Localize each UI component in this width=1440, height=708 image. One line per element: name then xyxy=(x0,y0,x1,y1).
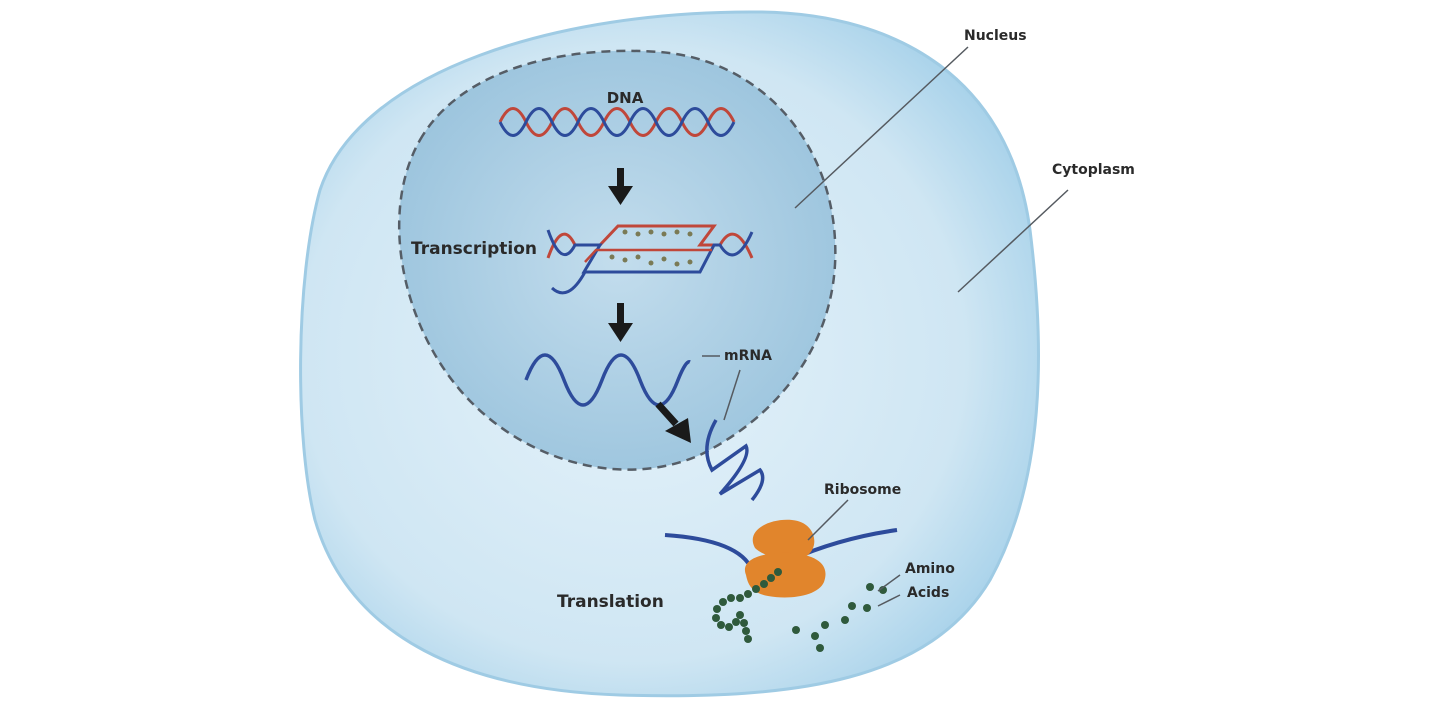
dna-label: DNA xyxy=(607,89,644,107)
mrna-strand xyxy=(524,353,691,407)
diagonal-arrow-icon xyxy=(655,401,691,443)
amino-acids-label-line2: Acids xyxy=(907,585,949,601)
cytoplasm-label: Cytoplasm xyxy=(1052,162,1135,178)
nucleus-label: Nucleus xyxy=(964,28,1027,44)
translation-label: Translation xyxy=(557,592,664,612)
down-arrow-icon xyxy=(608,303,633,342)
polypeptide-chain xyxy=(712,568,782,643)
leader-lines xyxy=(702,46,1069,607)
dna-helix xyxy=(498,107,736,137)
mrna-label: mRNA xyxy=(724,348,772,364)
amino-acid-dots xyxy=(792,583,887,652)
mrna-exiting-strand xyxy=(705,419,765,502)
transcription-label: Transcription xyxy=(411,239,537,259)
nucleus xyxy=(397,49,837,471)
transcription-bubble xyxy=(546,224,754,295)
ribosome-label: Ribosome xyxy=(824,482,901,498)
amino-acids-label-line1: Amino xyxy=(905,561,955,577)
down-arrow-icon xyxy=(608,168,633,205)
